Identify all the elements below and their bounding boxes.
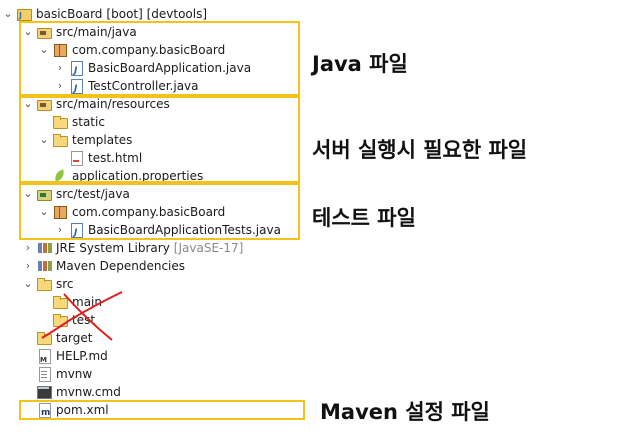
tree-item-label: mvnw.cmd (56, 385, 121, 399)
tree-item-templates[interactable]: ⌄ templates (38, 131, 132, 149)
highlight-box-resources (19, 96, 300, 183)
folder-icon (36, 330, 52, 346)
tree-item-label: com.company.basicBoard (72, 43, 226, 57)
source-folder-icon (36, 96, 52, 112)
package-icon (52, 204, 68, 220)
highlight-box-test-files (19, 183, 300, 240)
highlight-box-pom (19, 400, 305, 420)
chevron-right-icon[interactable]: › (25, 241, 31, 254)
chevron-right-icon[interactable]: › (57, 223, 63, 236)
tree-item-label: application.properties (72, 169, 204, 183)
tree-item-decoration: [boot] [devtools] (106, 7, 208, 21)
folder-open-icon (52, 132, 68, 148)
tree-item-static[interactable]: static (38, 113, 105, 131)
tree-item-label: pom.xml (56, 403, 109, 417)
tree-item-pom-xml[interactable]: pom.xml (22, 401, 109, 422)
annotation-maven-files: Maven 설정 파일 (320, 400, 490, 424)
source-folder-icon (36, 24, 52, 40)
chevron-right-icon[interactable]: › (57, 61, 63, 74)
chevron-right-icon[interactable]: › (25, 259, 31, 272)
cmd-file-icon (36, 384, 52, 400)
folder-open-icon (36, 276, 52, 292)
tree-item-label: test.html (88, 151, 143, 165)
tree-item-src-test-java[interactable]: ⌄ src/test/java (22, 185, 130, 203)
tree-item-src-main-java[interactable]: ⌄ src/main/java (22, 23, 137, 41)
chevron-down-icon[interactable]: ⌄ (3, 7, 13, 20)
chevron-down-icon[interactable]: ⌄ (39, 205, 49, 218)
tree-item-mvnw-cmd[interactable]: mvnw.cmd (22, 383, 121, 401)
strike-line-1 (63, 293, 113, 341)
java-file-icon (68, 78, 84, 98)
tree-item-label: static (72, 115, 105, 129)
html-file-icon (68, 150, 84, 166)
tree-item-target[interactable]: target (22, 329, 93, 347)
highlight-box-java-files (19, 21, 300, 96)
tree-item-label: JRE System Library (56, 241, 170, 255)
project-icon (16, 6, 32, 25)
tree-item-project[interactable]: ⌄ basicBoard [boot] [devtools] (2, 5, 208, 25)
tree-item-testcontroller-java[interactable]: › TestController.java (54, 77, 199, 98)
test-source-folder-icon (36, 186, 52, 202)
annotation-java-files: Java 파일 (312, 52, 408, 76)
pom-file-icon (36, 402, 52, 422)
strike-line-2 (41, 291, 123, 339)
chevron-down-icon[interactable]: ⌄ (23, 25, 33, 38)
tree-item-label: src (56, 277, 74, 291)
tree-item-maven-dependencies[interactable]: › Maven Dependencies (22, 257, 185, 275)
package-icon (52, 42, 68, 58)
folder-icon (52, 294, 68, 310)
tree-item-mvnw[interactable]: mvnw (22, 365, 92, 383)
chevron-right-icon[interactable]: › (57, 79, 63, 92)
tree-item-label: mvnw (56, 367, 93, 381)
tree-item-src[interactable]: ⌄ src (22, 275, 74, 293)
tree-item-jre-system-library[interactable]: › JRE System Library [JavaSE-17] (22, 239, 244, 257)
tree-item-label: Maven Dependencies (56, 259, 186, 273)
tree-item-label: BasicBoardApplication.java (88, 61, 252, 75)
tree-item-package-main[interactable]: ⌄ com.company.basicBoard (38, 41, 225, 59)
tree-item-label: src/main/java (56, 25, 137, 39)
tree-item-label: com.company.basicBoard (72, 205, 226, 219)
java-file-icon (68, 222, 84, 242)
tree-item-basicboardapplicationtests-java[interactable]: › BasicBoardApplicationTests.java (54, 221, 281, 242)
chevron-down-icon[interactable]: ⌄ (23, 97, 33, 110)
chevron-down-icon[interactable]: ⌄ (39, 43, 49, 56)
annotation-server-files: 서버 실행시 필요한 파일 (312, 138, 528, 162)
tree-item-label: HELP.md (56, 349, 108, 363)
text-file-icon (36, 366, 52, 382)
tree-item-basicboardapplication-java[interactable]: › BasicBoardApplication.java (54, 59, 252, 80)
tree-item-label: TestController.java (88, 79, 199, 93)
tree-item-label: templates (72, 133, 133, 147)
project-explorer-tree: ⌄ basicBoard [boot] [devtools] ⌄ src/mai… (0, 0, 310, 432)
chevron-down-icon[interactable]: ⌄ (23, 277, 33, 290)
tree-item-label: target (56, 331, 93, 345)
tree-item-label: BasicBoardApplicationTests.java (88, 223, 281, 237)
tree-item-test-html[interactable]: test.html (54, 149, 142, 167)
tree-item-label: src/test/java (56, 187, 130, 201)
annotation-test-files: 테스트 파일 (312, 206, 416, 230)
folder-icon (52, 114, 68, 130)
tree-item-package-test[interactable]: ⌄ com.company.basicBoard (38, 203, 225, 221)
chevron-down-icon[interactable]: ⌄ (39, 133, 49, 146)
tree-item-label: basicBoard (36, 7, 103, 21)
library-icon (36, 240, 52, 256)
tree-item-application-properties[interactable]: application.properties (38, 167, 203, 185)
tree-item-help-md[interactable]: HELP.md (22, 347, 108, 369)
tree-item-decoration: [JavaSE-17] (173, 241, 244, 255)
tree-item-label: src/main/resources (56, 97, 170, 111)
java-file-icon (68, 60, 84, 80)
library-icon (36, 258, 52, 274)
chevron-down-icon[interactable]: ⌄ (23, 187, 33, 200)
tree-item-src-main-resources[interactable]: ⌄ src/main/resources (22, 95, 170, 113)
markdown-file-icon (36, 348, 52, 369)
